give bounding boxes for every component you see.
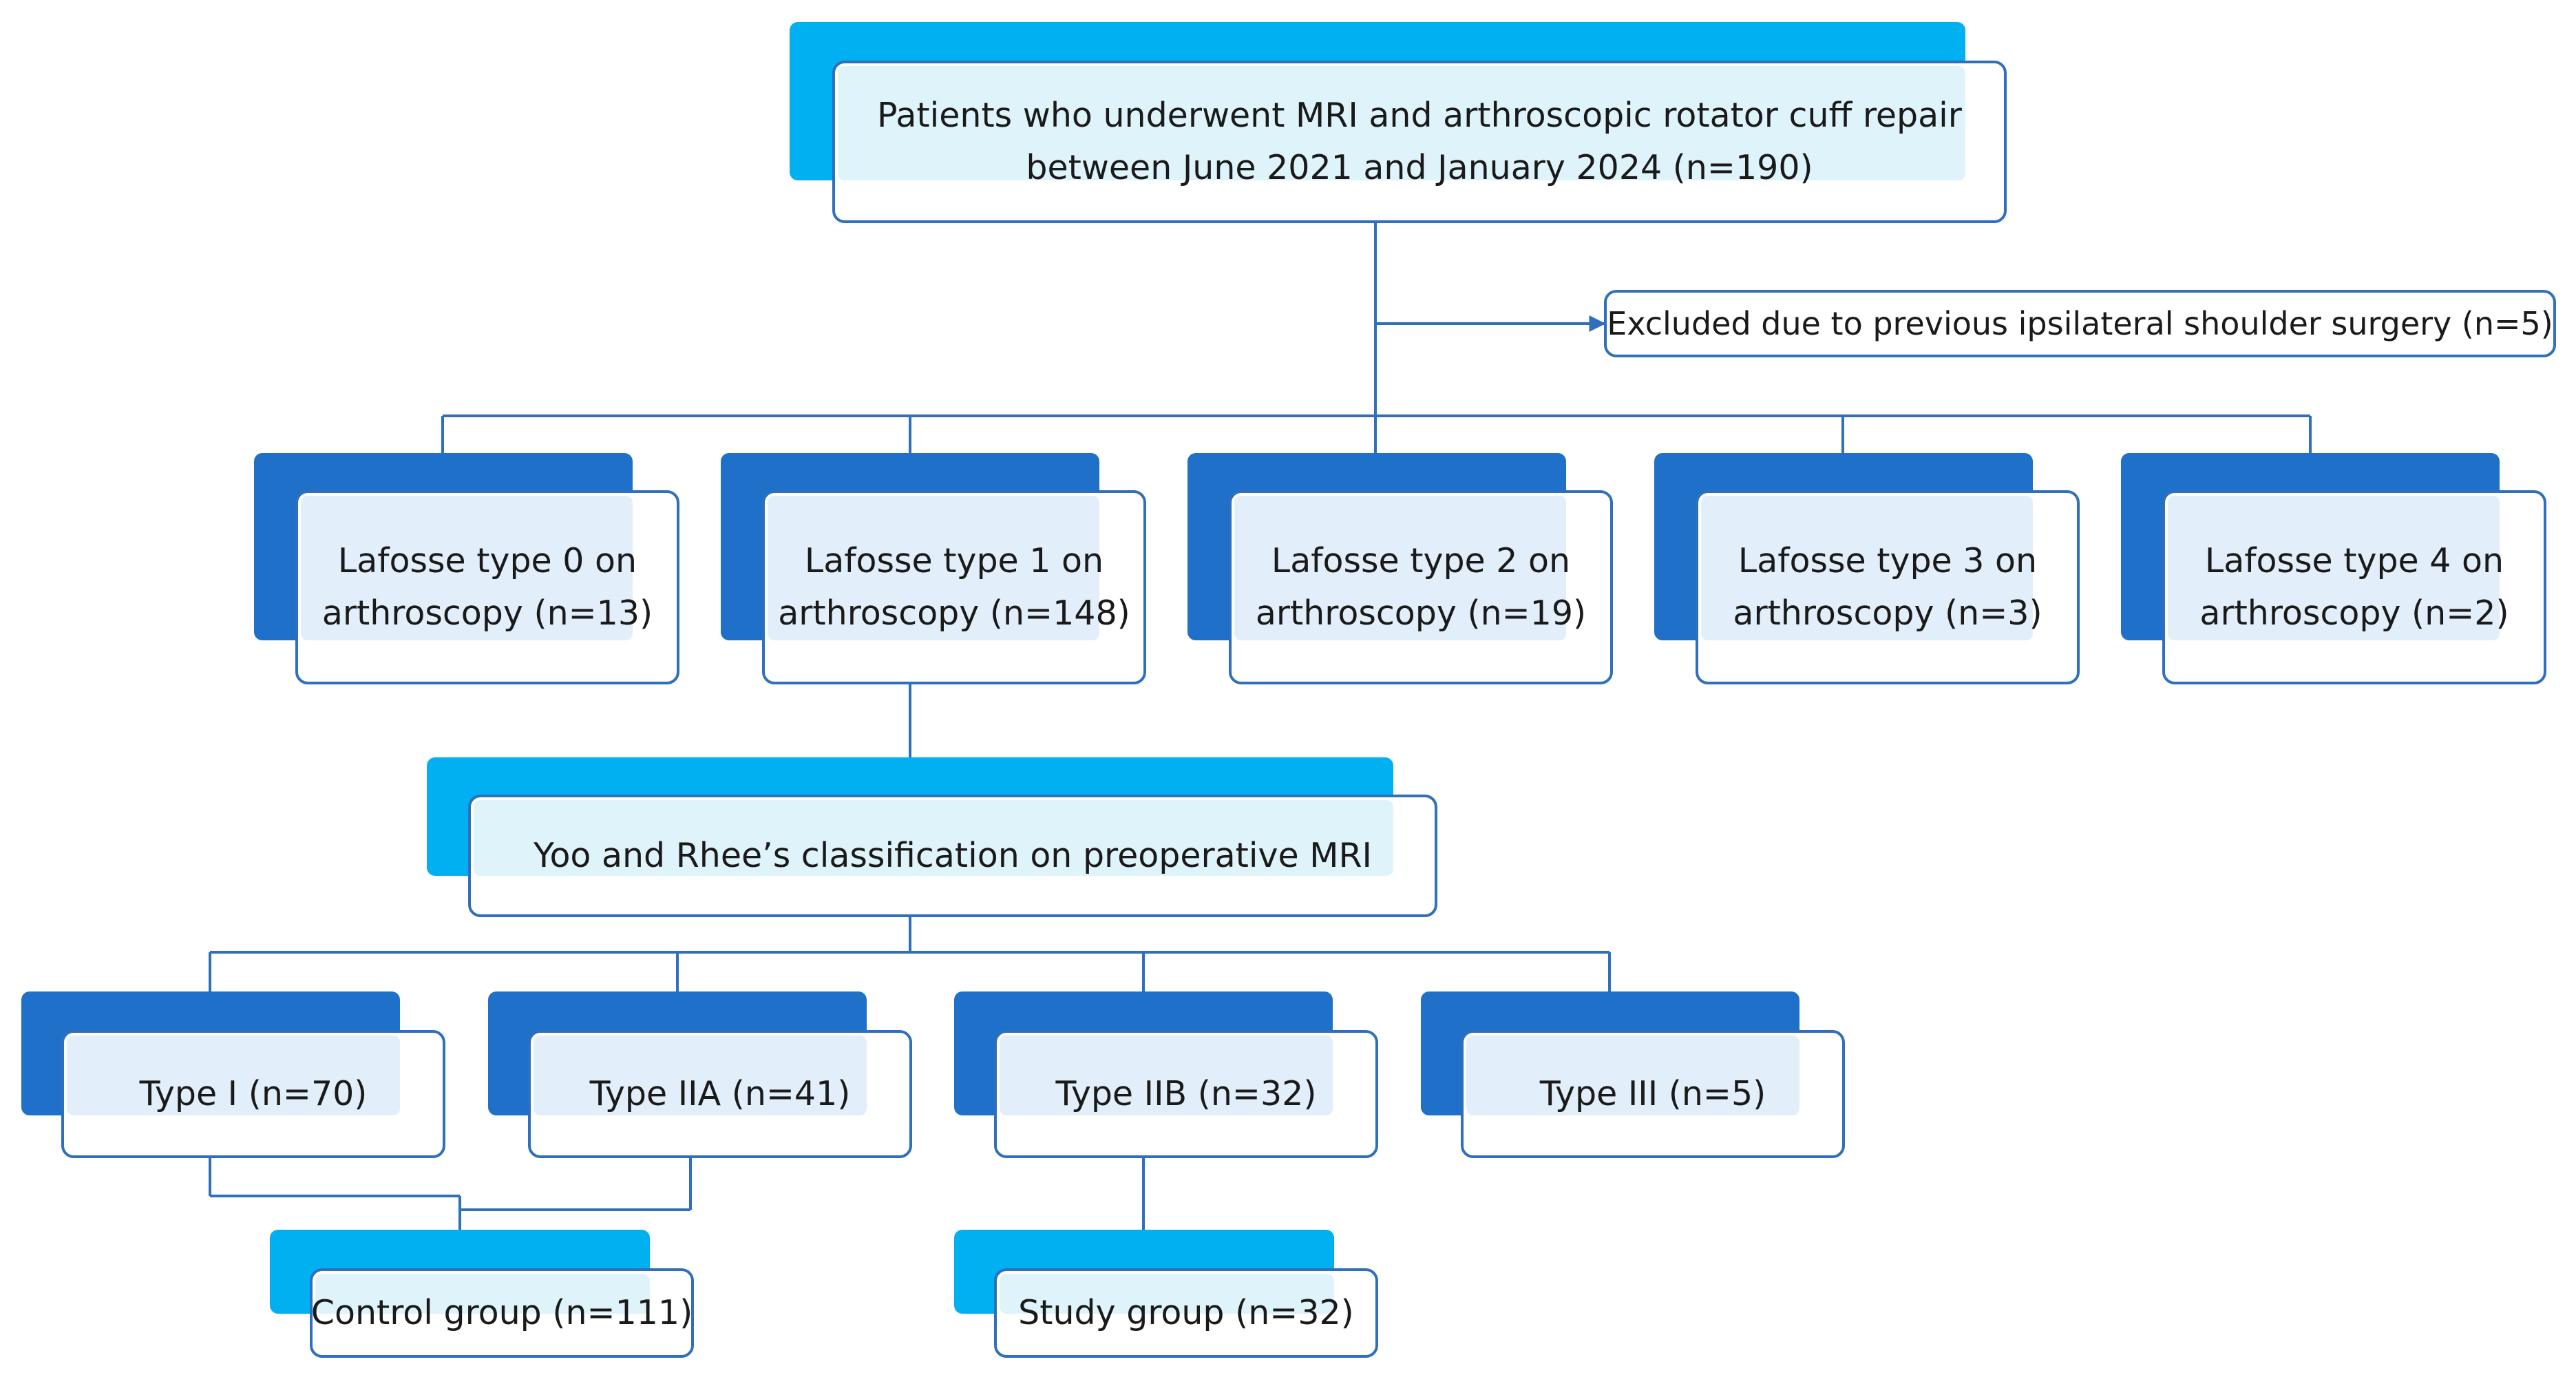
top-box-line2: between June 2021 and January 2024 (n=19… — [1026, 148, 1813, 187]
lafosse-type-2-line2: arthroscopy (n=19) — [1255, 594, 1587, 633]
lafosse-type-2-line1: Lafosse type 2 on — [1271, 541, 1571, 581]
control-group-text: Control group (n=111) — [310, 1293, 693, 1333]
type-iib-box: Type IIB (n=32) — [954, 991, 1378, 1158]
lafosse-type-0-line1: Lafosse type 0 on — [337, 541, 637, 581]
type-iii-box: Type III (n=5) — [1421, 991, 1845, 1158]
lafosse-type-3-box: Lafosse type 3 on arthroscopy (n=3) — [1654, 453, 2080, 684]
study-group-text: Study group (n=32) — [1018, 1293, 1354, 1333]
lafosse-type-0-line2: arthroscopy (n=13) — [321, 594, 653, 633]
lafosse-type-4-line1: Lafosse type 4 on — [2204, 541, 2504, 581]
lafosse-type-1-line1: Lafosse type 1 on — [804, 541, 1104, 581]
type-iia-box: Type IIA (n=41) — [488, 991, 912, 1158]
type-i-text: Type I (n=70) — [139, 1074, 368, 1114]
lafosse-type-0-box: Lafosse type 0 on arthroscopy (n=13) — [254, 453, 679, 684]
lafosse-type-3-line2: arthroscopy (n=3) — [1733, 594, 2042, 633]
top-box-line1: Patients who underwent MRI and arthrosco… — [877, 96, 1962, 136]
lafosse-type-4-box: Lafosse type 4 on arthroscopy (n=2) — [2121, 453, 2546, 684]
type-iii-text: Type III (n=5) — [1539, 1074, 1766, 1114]
type-iib-text: Type IIB (n=32) — [1055, 1074, 1317, 1114]
lafosse-type-3-line1: Lafosse type 3 on — [1738, 541, 2038, 581]
exclusion-text: Excluded due to previous ipsilateral sho… — [1607, 305, 2553, 342]
lafosse-type-4-line2: arthroscopy (n=2) — [2199, 594, 2509, 633]
lafosse-type-1-line2: arthroscopy (n=148) — [778, 594, 1130, 633]
study-group-box: Study group (n=32) — [954, 1230, 1378, 1358]
type-iia-text: Type IIA (n=41) — [589, 1074, 851, 1114]
classification-box: Yoo and Rhee’s classification on preoper… — [427, 757, 1437, 917]
exclusion-box: Excluded due to previous ipsilateral sho… — [1604, 290, 2556, 357]
classification-text: Yoo and Rhee’s classification on preoper… — [534, 836, 1372, 876]
type-i-box: Type I (n=70) — [21, 991, 445, 1158]
lafosse-type-2-box: Lafosse type 2 on arthroscopy (n=19) — [1187, 453, 1613, 684]
control-group-box: Control group (n=111) — [270, 1230, 694, 1358]
top-box: Patients who underwent MRI and arthrosco… — [790, 22, 2007, 223]
lafosse-type-1-box: Lafosse type 1 on arthroscopy (n=148) — [721, 453, 1146, 684]
